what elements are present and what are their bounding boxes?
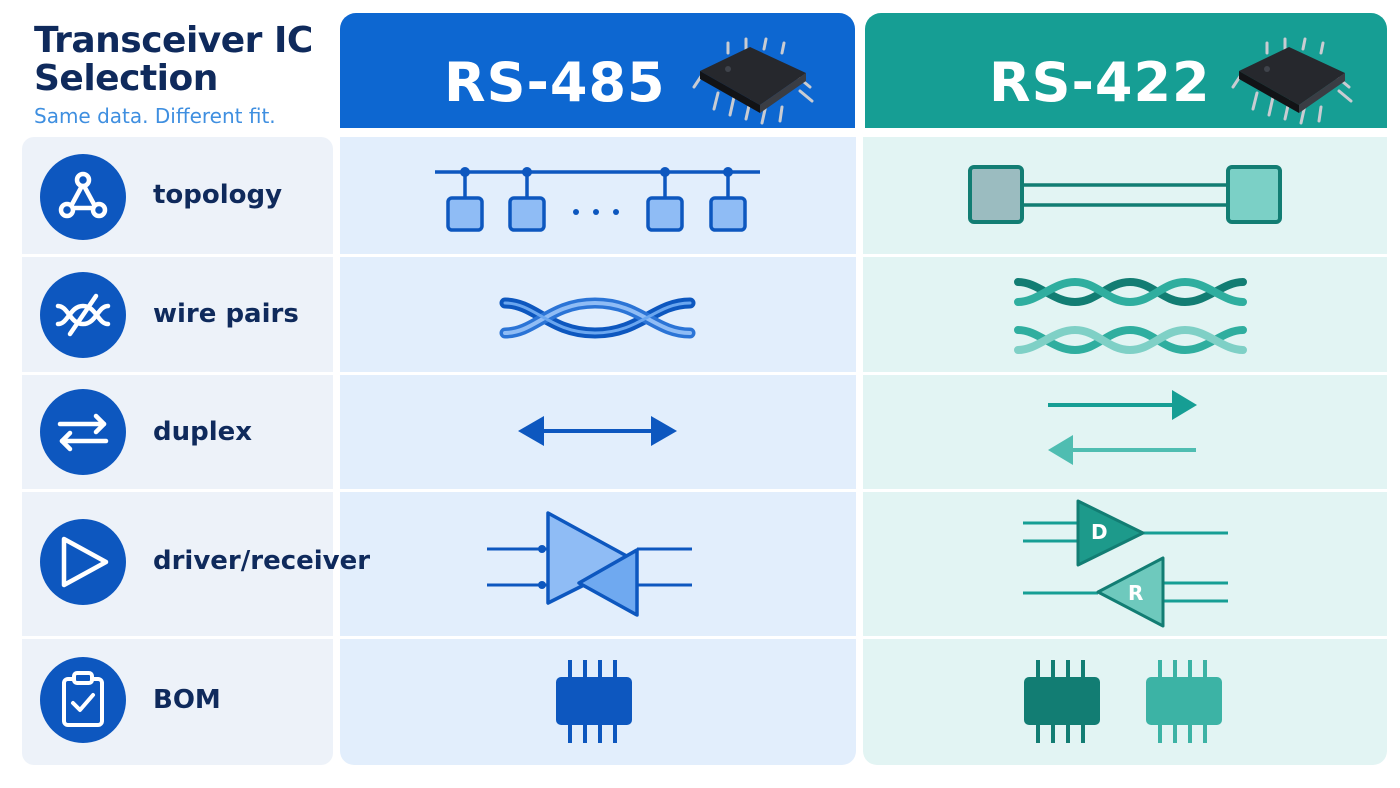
row-label-duplex: duplex xyxy=(153,417,253,447)
rs485-header-label: RS-485 xyxy=(444,51,666,114)
play-triangle-icon xyxy=(40,519,126,605)
rs422-separate-driver-receiver xyxy=(1023,499,1228,628)
twisted-pair-icon xyxy=(40,272,126,358)
rs422-column-header: RS-422 xyxy=(865,13,1387,128)
rs485-single-twisted-pair xyxy=(499,297,696,339)
rs485-single-ic xyxy=(556,660,632,743)
rs485-half-duplex-arrow xyxy=(518,416,677,446)
title-block: Transceiver IC Selection Same data. Diff… xyxy=(34,20,334,129)
rs422-header-label: RS-422 xyxy=(989,51,1211,114)
row-bom: BOM xyxy=(22,639,333,765)
rs485-column-header: RS-485 xyxy=(340,13,855,128)
row-topology: topology xyxy=(22,137,333,254)
row-label-bom: BOM xyxy=(153,685,221,715)
rs485-multidrop-bus xyxy=(435,167,760,232)
row-driver-receiver: driver/receiver xyxy=(22,492,370,636)
swap-arrows-icon xyxy=(40,389,126,475)
row-label-topology: topology xyxy=(153,180,283,210)
row-wire-pairs: wire pairs xyxy=(22,257,333,372)
row-label-driver-receiver: driver/receiver xyxy=(153,546,371,576)
chip-icon xyxy=(692,37,814,125)
rs422-full-duplex-arrows xyxy=(1048,390,1197,465)
row-divider xyxy=(22,636,1387,639)
row-divider xyxy=(22,489,1387,492)
rs422-driver-ic xyxy=(1024,660,1100,743)
rs422-two-twisted-pairs xyxy=(1014,277,1247,355)
row-duplex: duplex xyxy=(22,375,333,489)
page-title-line-1: Transceiver IC xyxy=(34,20,313,61)
clipboard-check-icon xyxy=(40,657,126,743)
driver-tag: D xyxy=(1091,520,1108,544)
page-subtitle: Same data. Different fit. xyxy=(34,104,276,128)
topology-icon xyxy=(40,154,126,240)
chip-icon xyxy=(1231,37,1353,125)
rs485-combined-driver-receiver xyxy=(487,511,692,617)
rs422-point-to-point-link xyxy=(968,165,1282,224)
rs422-receiver-ic xyxy=(1146,660,1222,743)
row-label-wire-pairs: wire pairs xyxy=(153,299,299,329)
row-divider xyxy=(22,372,1387,375)
row-divider xyxy=(22,254,1387,257)
receiver-tag: R xyxy=(1128,581,1144,605)
page-title-line-2: Selection xyxy=(34,58,218,99)
